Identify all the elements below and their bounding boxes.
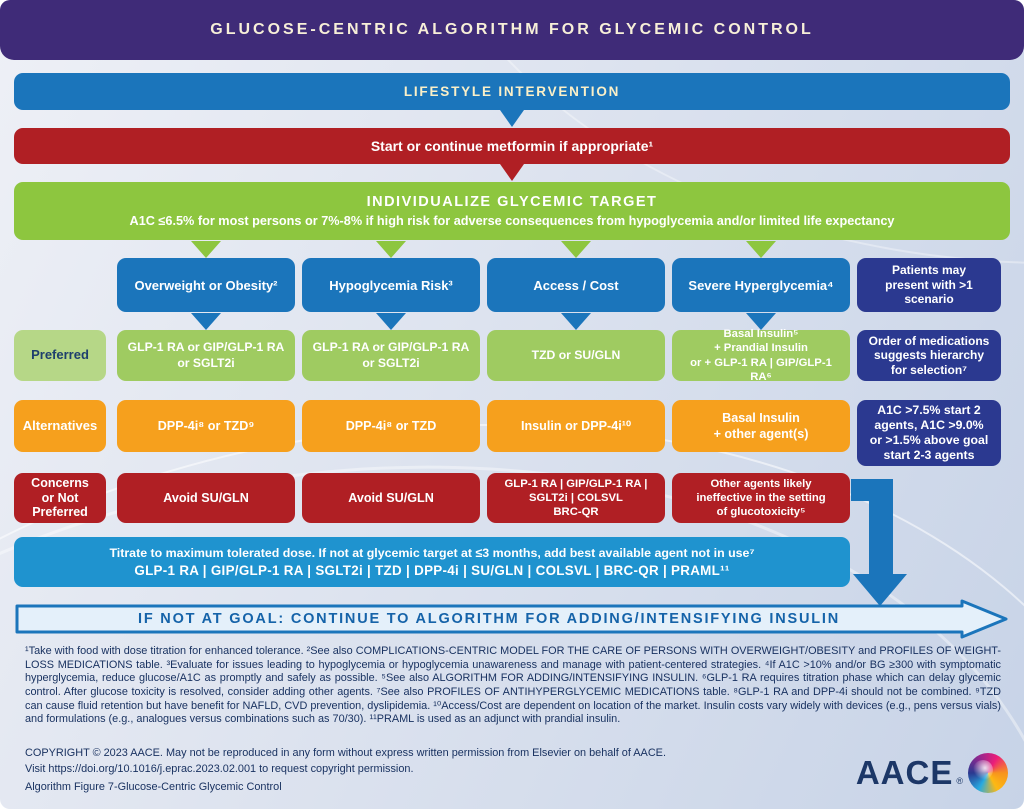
down-arrow-icon	[376, 313, 406, 330]
aace-logo-text: AACE	[855, 754, 954, 791]
down-arrow-icon	[376, 241, 406, 258]
down-arrow-icon	[561, 241, 591, 258]
down-arrow-icon	[500, 110, 524, 127]
preferred-cell-hypoglycemia: GLP-1 RA or GIP/GLP-1 RA or SGLT2i	[302, 330, 480, 381]
row-label-concerns: Concerns or Not Preferred	[14, 473, 106, 523]
alternatives-cell-severe-hyperglycemia: Basal Insulin + other agent(s)	[672, 400, 850, 452]
down-arrow-icon	[561, 313, 591, 330]
concerns-row: Avoid SU/GLN Avoid SU/GLN GLP-1 RA | GIP…	[117, 473, 850, 523]
metformin-label: Start or continue metformin if appropria…	[370, 138, 654, 154]
glycemic-target-subtitle: A1C ≤6.5% for most persons or 7%-8% if h…	[129, 214, 895, 228]
glycemic-target-title: INDIVIDUALIZE GLYCEMIC TARGET	[366, 194, 658, 210]
elbow-arrow-icon	[851, 479, 907, 606]
concerns-cell-severe-hyperglycemia: Other agents likely ineffective in the s…	[672, 473, 850, 523]
titrate-line1: Titrate to maximum tolerated dose. If no…	[109, 546, 755, 560]
concerns-cell-overweight: Avoid SU/GLN	[117, 473, 295, 523]
figure-caption: Algorithm Figure 7-Glucose-Centric Glyce…	[25, 781, 282, 793]
down-arrow-icon	[191, 313, 221, 330]
row-label-preferred: Preferred	[14, 330, 106, 381]
copyright: COPYRIGHT © 2023 AACE. May not be reprod…	[25, 746, 745, 778]
side-note-hierarchy: Order of medications suggests hierarchy …	[857, 330, 1001, 381]
aace-logo: AACE ®	[856, 753, 1008, 793]
concerns-cell-hypoglycemia: Avoid SU/GLN	[302, 473, 480, 523]
concerns-cell-access-cost: GLP-1 RA | GIP/GLP-1 RA | SGLT2i | COLSV…	[487, 473, 665, 523]
header-bar: GLUCOSE-CENTRIC ALGORITHM FOR GLYCEMIC C…	[0, 0, 1024, 60]
copyright-line1: COPYRIGHT © 2023 AACE. May not be reprod…	[25, 747, 666, 759]
side-note-multiple-scenarios: Patients may present with >1 scenario	[857, 258, 1001, 312]
titrate-line2: GLP-1 RA | GIP/GLP-1 RA | SGLT2i | TZD |…	[134, 563, 730, 578]
alternatives-row: DPP-4i⁸ or TZD⁹ DPP-4i⁸ or TZD Insulin o…	[117, 400, 850, 452]
column-header-severe-hyperglycemia: Severe Hyperglycemia⁴	[672, 258, 850, 312]
preferred-row: GLP-1 RA or GIP/GLP-1 RA or SGLT2i GLP-1…	[117, 328, 850, 383]
aace-globe-icon	[968, 753, 1008, 793]
alternatives-cell-access-cost: Insulin or DPP-4i¹⁰	[487, 400, 665, 452]
preferred-cell-access-cost: TZD or SU/GLN	[487, 330, 665, 381]
column-header-hypoglycemia: Hypoglycemia Risk³	[302, 258, 480, 312]
glycemic-target-box: INDIVIDUALIZE GLYCEMIC TARGET A1C ≤6.5% …	[14, 182, 1010, 240]
page-title: GLUCOSE-CENTRIC ALGORITHM FOR GLYCEMIC C…	[210, 21, 814, 38]
goal-arrow-label: IF NOT AT GOAL: CONTINUE TO ALGORITHM FO…	[137, 611, 841, 627]
titrate-box: Titrate to maximum tolerated dose. If no…	[14, 537, 850, 587]
preferred-cell-severe-hyperglycemia: Basal Insulin⁵ + Prandial Insulin or + G…	[672, 328, 850, 383]
column-header-access-cost: Access / Cost	[487, 258, 665, 312]
footnotes: ¹Take with food with dose titration for …	[25, 645, 1001, 726]
row-label-alternatives: Alternatives	[14, 400, 106, 452]
down-arrow-icon	[500, 164, 524, 181]
side-note-agent-count: A1C >7.5% start 2 agents, A1C >9.0% or >…	[857, 400, 1001, 466]
registered-trademark-icon: ®	[956, 776, 963, 786]
lifestyle-intervention-box: LIFESTYLE INTERVENTION	[14, 73, 1010, 110]
preferred-cell-overweight: GLP-1 RA or GIP/GLP-1 RA or SGLT2i	[117, 330, 295, 381]
copyright-line2: Visit https://doi.org/10.1016/j.eprac.20…	[25, 762, 414, 775]
column-header-overweight: Overweight or Obesity²	[117, 258, 295, 312]
goal-arrow-shape	[15, 599, 1008, 639]
down-arrow-icon	[746, 313, 776, 330]
lifestyle-intervention-label: LIFESTYLE INTERVENTION	[403, 84, 621, 99]
down-arrow-icon	[746, 241, 776, 258]
alternatives-cell-hypoglycemia: DPP-4i⁸ or TZD	[302, 400, 480, 452]
scenario-column-headers: Overweight or Obesity² Hypoglycemia Risk…	[117, 258, 850, 312]
down-arrow-icon	[191, 241, 221, 258]
alternatives-cell-overweight: DPP-4i⁸ or TZD⁹	[117, 400, 295, 452]
metformin-box: Start or continue metformin if appropria…	[14, 128, 1010, 164]
